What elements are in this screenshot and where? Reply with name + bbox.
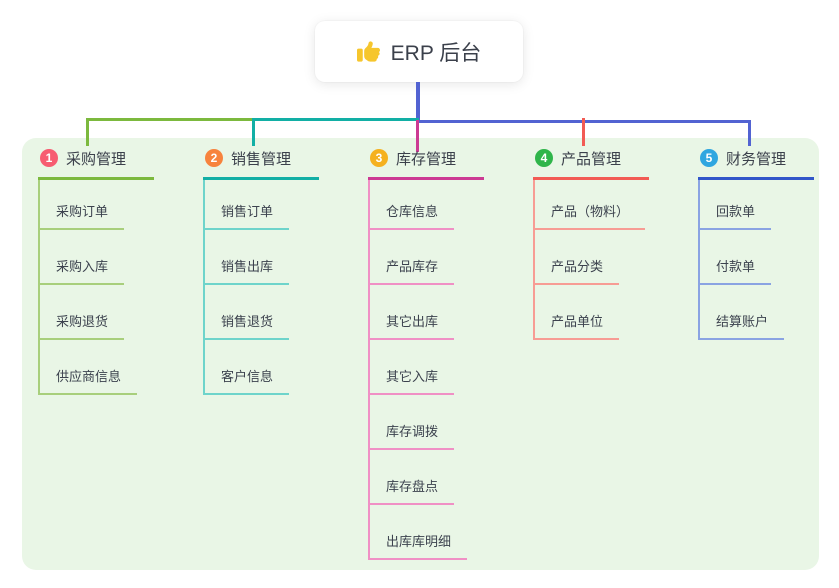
child-row: 产品单位 bbox=[533, 285, 649, 340]
child-row: 回款单 bbox=[698, 180, 814, 230]
child-row: 客户信息 bbox=[203, 340, 319, 395]
branch-title-3[interactable]: 3 库存管理 bbox=[368, 146, 485, 180]
branch-label: 库存管理 bbox=[396, 150, 457, 168]
connector-drop-branch-1 bbox=[86, 118, 89, 146]
branch-4: 4 产品管理产品（物料） 产品分类产品单位 bbox=[533, 146, 650, 340]
child-row: 出库库明细 bbox=[368, 505, 484, 560]
child-row: 采购订单 bbox=[38, 180, 154, 230]
branch-title-2[interactable]: 2 销售管理 bbox=[203, 146, 320, 180]
branch-label: 采购管理 bbox=[66, 150, 127, 168]
child-node[interactable]: 销售退货 bbox=[203, 311, 290, 340]
child-row: 库存调拨 bbox=[368, 395, 484, 450]
child-row: 产品库存 bbox=[368, 230, 484, 285]
child-row: 销售退货 bbox=[203, 285, 319, 340]
child-node[interactable]: 库存盘点 bbox=[368, 476, 455, 505]
branch-5: 5 财务管理回款单付款单结算账户 bbox=[698, 146, 815, 340]
child-node[interactable]: 结算账户 bbox=[698, 311, 785, 340]
root-connector-line bbox=[416, 82, 420, 123]
branch-badge-1: 1 bbox=[40, 149, 58, 167]
connector-horizontal-left-green bbox=[86, 118, 256, 121]
thumbs-up-icon bbox=[356, 40, 380, 63]
branch-title-5[interactable]: 5 财务管理 bbox=[698, 146, 815, 180]
child-node[interactable]: 仓库信息 bbox=[368, 201, 455, 230]
child-node[interactable]: 供应商信息 bbox=[38, 366, 138, 395]
branch-trunk-line-5 bbox=[698, 180, 700, 340]
branch-1: 1 采购管理采购订单采购入库采购退货供应商信息 bbox=[38, 146, 155, 395]
connector-drop-branch-2 bbox=[252, 118, 255, 146]
child-node[interactable]: 客户信息 bbox=[203, 366, 290, 395]
child-row: 其它出库 bbox=[368, 285, 484, 340]
branch-badge-5: 5 bbox=[700, 149, 718, 167]
branch-badge-4: 4 bbox=[535, 149, 553, 167]
branch-label: 产品管理 bbox=[561, 150, 622, 168]
child-row: 结算账户 bbox=[698, 285, 814, 340]
child-row: 付款单 bbox=[698, 230, 814, 285]
root-node-label: ERP 后台 bbox=[390, 41, 482, 65]
connector-drop-branch-3 bbox=[416, 120, 419, 152]
child-row: 产品分类 bbox=[533, 230, 649, 285]
thumbs-up-path bbox=[356, 41, 380, 62]
child-node[interactable]: 产品分类 bbox=[533, 256, 620, 285]
child-row: 销售出库 bbox=[203, 230, 319, 285]
child-node[interactable]: 采购订单 bbox=[38, 201, 125, 230]
branch-3: 3 库存管理仓库信息产品库存其它出库其它入库库存调拨库存盘点出库库明细 bbox=[368, 146, 485, 560]
child-node[interactable]: 回款单 bbox=[698, 201, 772, 230]
branch-2: 2 销售管理销售订单销售出库销售退货客户信息 bbox=[203, 146, 320, 395]
branch-title-4[interactable]: 4 产品管理 bbox=[533, 146, 650, 180]
branch-trunk-line-4 bbox=[533, 180, 535, 340]
child-node[interactable]: 出库库明细 bbox=[368, 531, 468, 560]
branch-label: 财务管理 bbox=[726, 150, 787, 168]
branch-title-1[interactable]: 1 采购管理 bbox=[38, 146, 155, 180]
child-node[interactable]: 付款单 bbox=[698, 256, 772, 285]
branch-badge-2: 2 bbox=[205, 149, 223, 167]
child-node[interactable]: 采购退货 bbox=[38, 311, 125, 340]
child-node[interactable]: 库存调拨 bbox=[368, 421, 455, 450]
child-row: 其它入库 bbox=[368, 340, 484, 395]
child-node[interactable]: 产品（物料） bbox=[533, 201, 646, 230]
child-node[interactable]: 采购入库 bbox=[38, 256, 125, 285]
child-row: 销售订单 bbox=[203, 180, 319, 230]
connector-drop-branch-5 bbox=[748, 120, 751, 146]
connector-drop-branch-4 bbox=[582, 118, 585, 146]
child-node[interactable]: 销售出库 bbox=[203, 256, 290, 285]
child-row: 仓库信息 bbox=[368, 180, 484, 230]
root-node-erp[interactable]: ERP 后台 bbox=[315, 21, 523, 82]
child-node[interactable]: 其它入库 bbox=[368, 366, 455, 395]
branches-background-panel bbox=[22, 138, 819, 570]
branch-badge-3: 3 bbox=[370, 149, 388, 167]
child-node[interactable]: 产品单位 bbox=[533, 311, 620, 340]
child-node[interactable]: 产品库存 bbox=[368, 256, 455, 285]
branch-trunk-line-2 bbox=[203, 180, 205, 395]
child-node[interactable]: 其它出库 bbox=[368, 311, 455, 340]
child-row: 产品（物料） bbox=[533, 180, 649, 230]
branch-trunk-line-3 bbox=[368, 180, 370, 560]
connector-horizontal-mid-teal bbox=[252, 118, 419, 121]
child-row: 供应商信息 bbox=[38, 340, 154, 395]
branch-trunk-line-1 bbox=[38, 180, 40, 395]
child-row: 采购入库 bbox=[38, 230, 154, 285]
child-node[interactable]: 销售订单 bbox=[203, 201, 290, 230]
child-row: 库存盘点 bbox=[368, 450, 484, 505]
branch-label: 销售管理 bbox=[231, 150, 292, 168]
child-row: 采购退货 bbox=[38, 285, 154, 340]
